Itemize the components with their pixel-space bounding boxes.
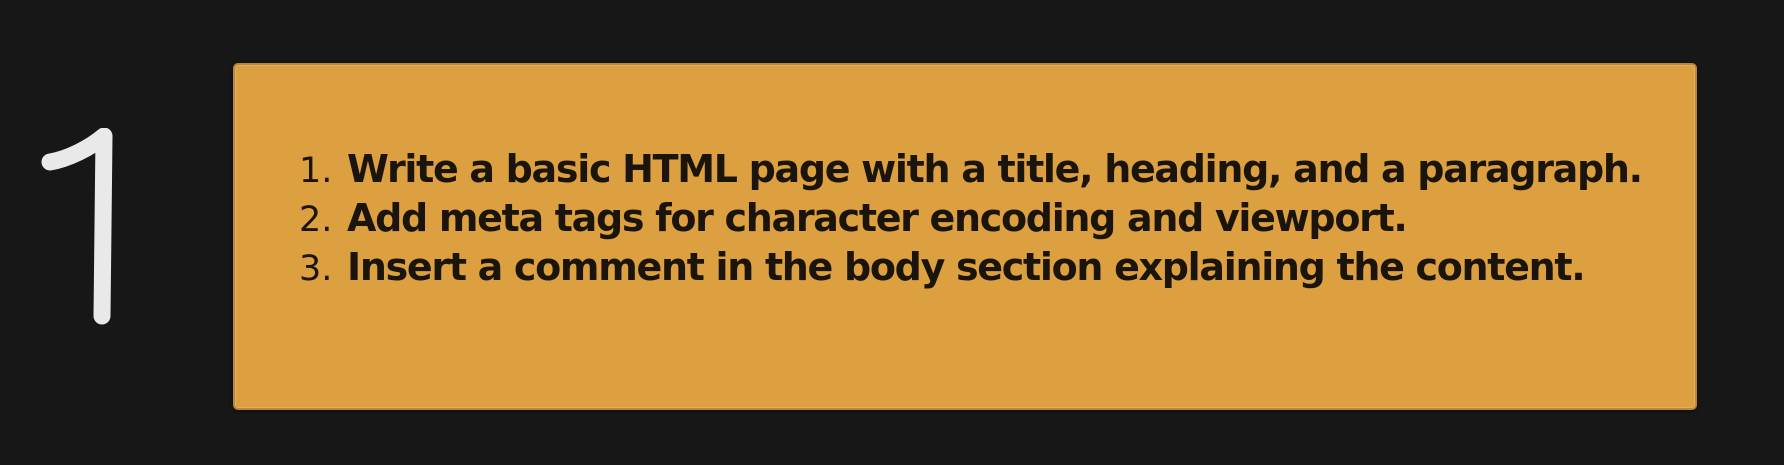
task-item-3: 3. Insert a comment in the body section …	[299, 245, 1642, 294]
task-item-2: 2. Add meta tags for character encoding …	[299, 196, 1642, 245]
step-number-glyph	[41, 128, 113, 325]
task-card: 1. Write a basic HTML page with a title,…	[233, 63, 1697, 410]
task-marker: 2.	[299, 200, 333, 240]
task-text: Insert a comment in the body section exp…	[347, 245, 1586, 289]
step-number	[40, 128, 130, 328]
task-item-1: 1. Write a basic HTML page with a title,…	[299, 147, 1643, 196]
task-text: Add meta tags for character encoding and…	[347, 196, 1408, 240]
task-text: Write a basic HTML page with a title, he…	[347, 147, 1643, 191]
task-marker: 3.	[299, 249, 333, 289]
task-marker: 1.	[299, 151, 333, 191]
task-list: 1. Write a basic HTML page with a title,…	[299, 147, 1643, 294]
